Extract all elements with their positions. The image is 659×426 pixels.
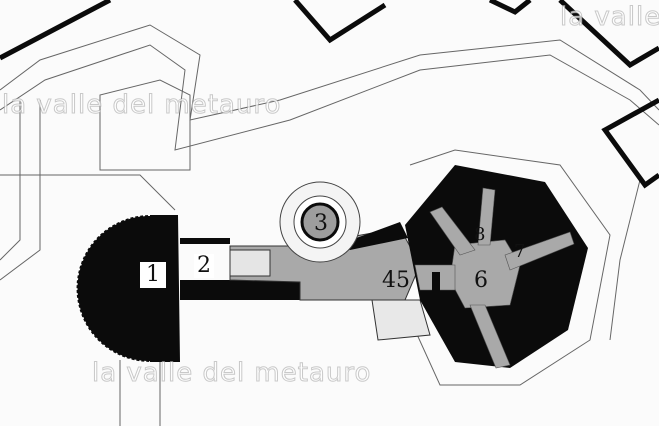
room-label-2: 2 [194, 254, 214, 278]
room-label-45: 45 [382, 268, 410, 293]
thick-walls [0, 0, 659, 189]
room-label-1: 1 [140, 262, 166, 288]
main-keep [405, 165, 588, 369]
room-label-7: 7 [514, 241, 526, 262]
room-label-6: 6 [474, 268, 488, 293]
round-tower [279, 181, 361, 263]
corridor [229, 222, 431, 341]
watermark: la valle del metauro [91, 358, 372, 389]
terrain-outlines [0, 24, 659, 426]
bastion [75, 214, 300, 363]
room-label-8: 8 [474, 224, 486, 245]
watermark: la valle del metauro [559, 2, 659, 33]
watermark: la valle del metauro [1, 90, 282, 121]
room-label-3: 3 [314, 211, 328, 236]
